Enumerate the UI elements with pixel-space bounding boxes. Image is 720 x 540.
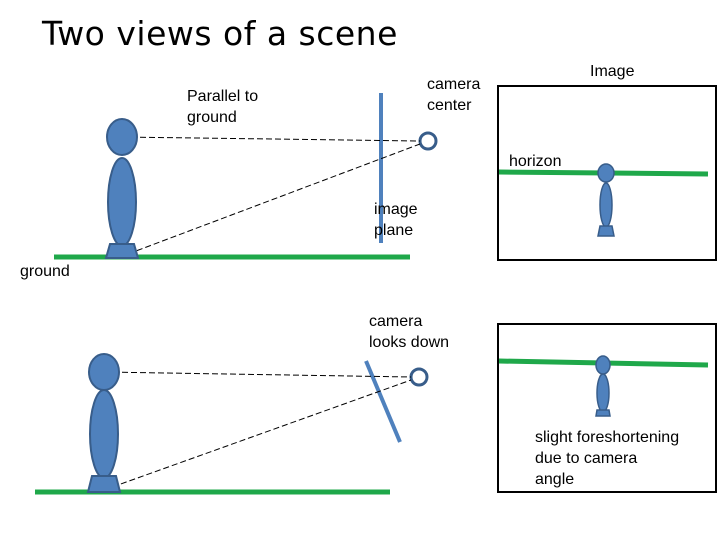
- label-parallel-to-ground: Parallel to ground: [187, 88, 259, 126]
- label-foreshortening: slight foreshortening due to camera angl…: [535, 429, 680, 488]
- ray-head-bottom: [103, 371, 412, 378]
- person-figure-small-bottom-icon: [595, 355, 611, 417]
- label-ground: ground: [20, 263, 70, 280]
- label-camera-looks-down: camera looks down: [369, 313, 450, 351]
- ray-feet-bottom: [103, 379, 412, 491]
- ray-head-top: [121, 136, 421, 142]
- image-frame-top: [497, 85, 717, 261]
- person-figure-icon: [104, 118, 140, 259]
- label-camera-center: camera center: [427, 76, 481, 114]
- label-image-plane: image plane: [374, 201, 418, 239]
- camera-center-icon: [418, 131, 438, 151]
- image-frame-bottom: [497, 323, 717, 493]
- person-figure-bottom-icon: [86, 353, 122, 493]
- label-image: Image: [590, 63, 635, 80]
- slide-title: Two views of a scene: [42, 14, 398, 53]
- label-horizon: horizon: [509, 153, 562, 170]
- camera-center-bottom-icon: [409, 367, 429, 387]
- image-plane-bottom: [364, 360, 402, 443]
- person-figure-small-icon: [597, 163, 615, 237]
